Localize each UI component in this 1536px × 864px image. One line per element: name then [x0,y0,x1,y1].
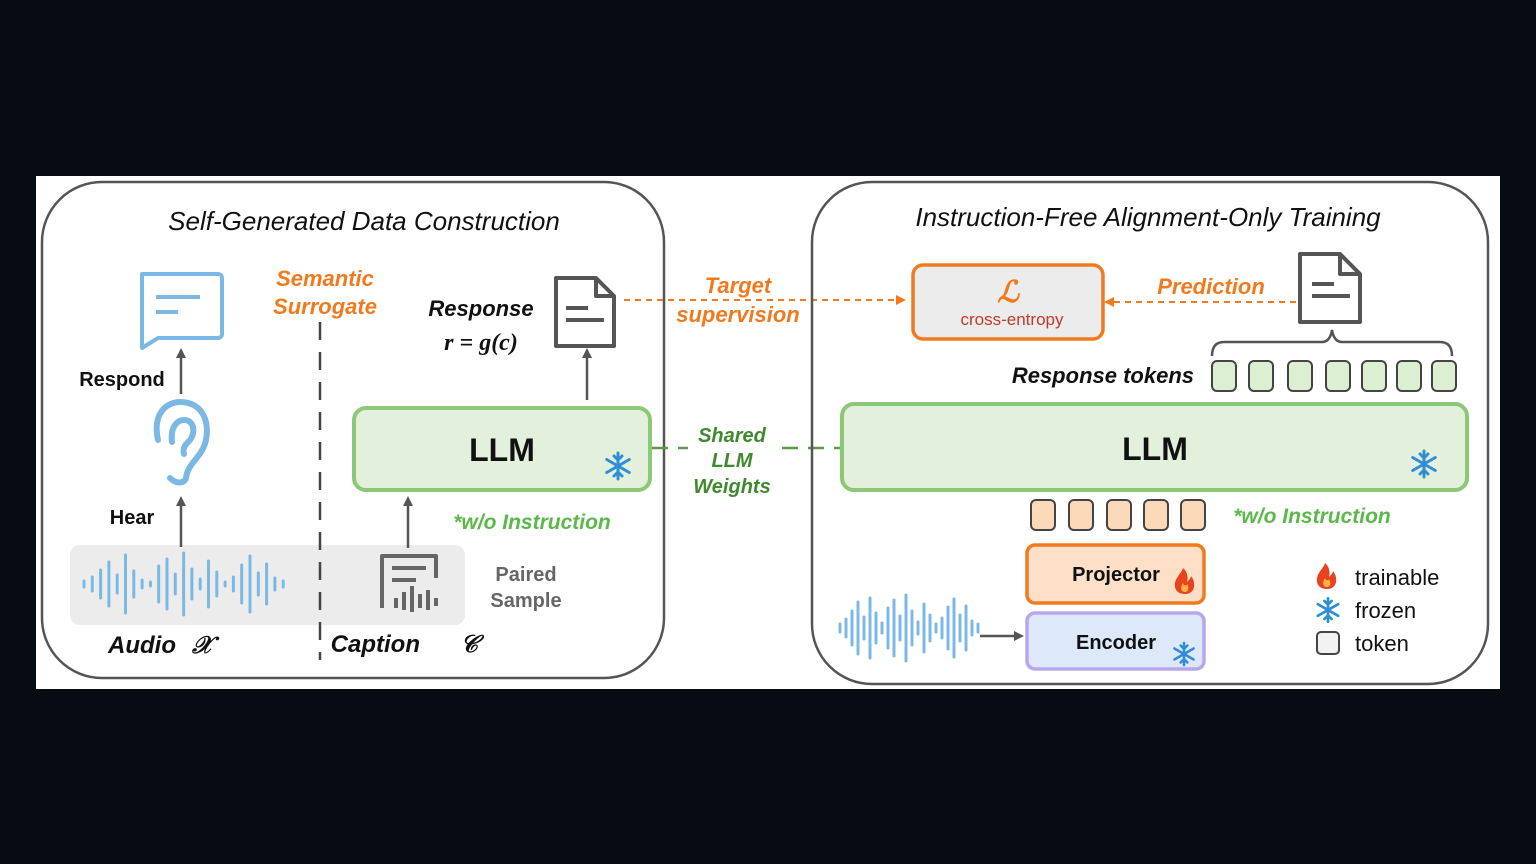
legend-token: token [1355,631,1409,656]
response-label: Response [428,296,533,321]
response-token [1431,360,1457,392]
input-token [1143,499,1169,531]
chat-bubble-icon [140,272,224,350]
response-token [1361,360,1387,392]
prediction-label: Prediction [1157,274,1265,299]
sample-label: Sample [490,590,561,612]
legend-flame-icon [1316,563,1337,589]
loss-symbol: ℒ [997,276,1020,309]
llm-mid-label: LLM [711,450,753,472]
prediction-document-icon [1298,252,1362,324]
left-llm-box [352,406,652,492]
right-llm-box [840,402,1469,492]
input-token [1030,499,1056,531]
left-panel-title: Self-Generated Data Construction [168,206,560,236]
response-token [1396,360,1422,392]
input-token [1180,499,1206,531]
target-label: Target [705,273,773,298]
legend-token-icon [1316,631,1340,655]
document-icon [554,276,616,348]
paired-label: Paired [495,564,556,586]
response-token [1248,360,1274,392]
surrogate-label: Surrogate [273,294,377,319]
left-panel-frame [40,180,666,680]
input-token [1106,499,1132,531]
semantic-label: Semantic [276,266,374,291]
projector-label: Projector [1072,564,1160,586]
respond-label: Respond [79,369,165,391]
shared-label: Shared [698,425,767,447]
prediction-label-bg [1148,272,1272,298]
ear-icon [153,398,210,486]
response-tokens [1211,360,1457,392]
audio-label: Audio [107,632,176,659]
supervision-label: supervision [676,302,799,327]
encoder-box [1025,611,1206,671]
caption-doc-icon [380,554,438,612]
projector-box [1025,543,1206,605]
legend: trainable frozen token [1316,563,1439,656]
response-token [1287,360,1313,392]
legend-trainable: trainable [1355,565,1439,590]
legend-frozen: frozen [1355,598,1416,623]
left-llm-label: LLM [469,432,535,468]
input-token [1068,499,1094,531]
hear-label: Hear [110,507,155,529]
right-waveform-icon [838,593,980,663]
right-panel-frame [810,180,1490,686]
response-tokens-label: Response tokens [1012,363,1194,388]
response-token [1211,360,1237,392]
right-panel-title: Instruction-Free Alignment-Only Training [915,202,1381,232]
caption-label: Caption [331,631,420,658]
right-wo-instruction: *w/o Instruction [1233,505,1391,528]
right-llm-label: LLM [1122,431,1188,467]
encoder-label: Encoder [1076,632,1156,654]
response-tokens-brace [1210,329,1454,357]
loss-label: cross-entropy [961,310,1064,329]
response-formula: r = g(c) [444,330,518,356]
projector-flame-icon [1174,568,1195,594]
shared-weights-label-bg [688,424,776,498]
weights-label: Weights [693,476,770,498]
waveform-icon [82,551,285,617]
response-token [1325,360,1351,392]
left-wo-instruction: *w/o Instruction [453,511,611,534]
loss-box [911,263,1105,341]
